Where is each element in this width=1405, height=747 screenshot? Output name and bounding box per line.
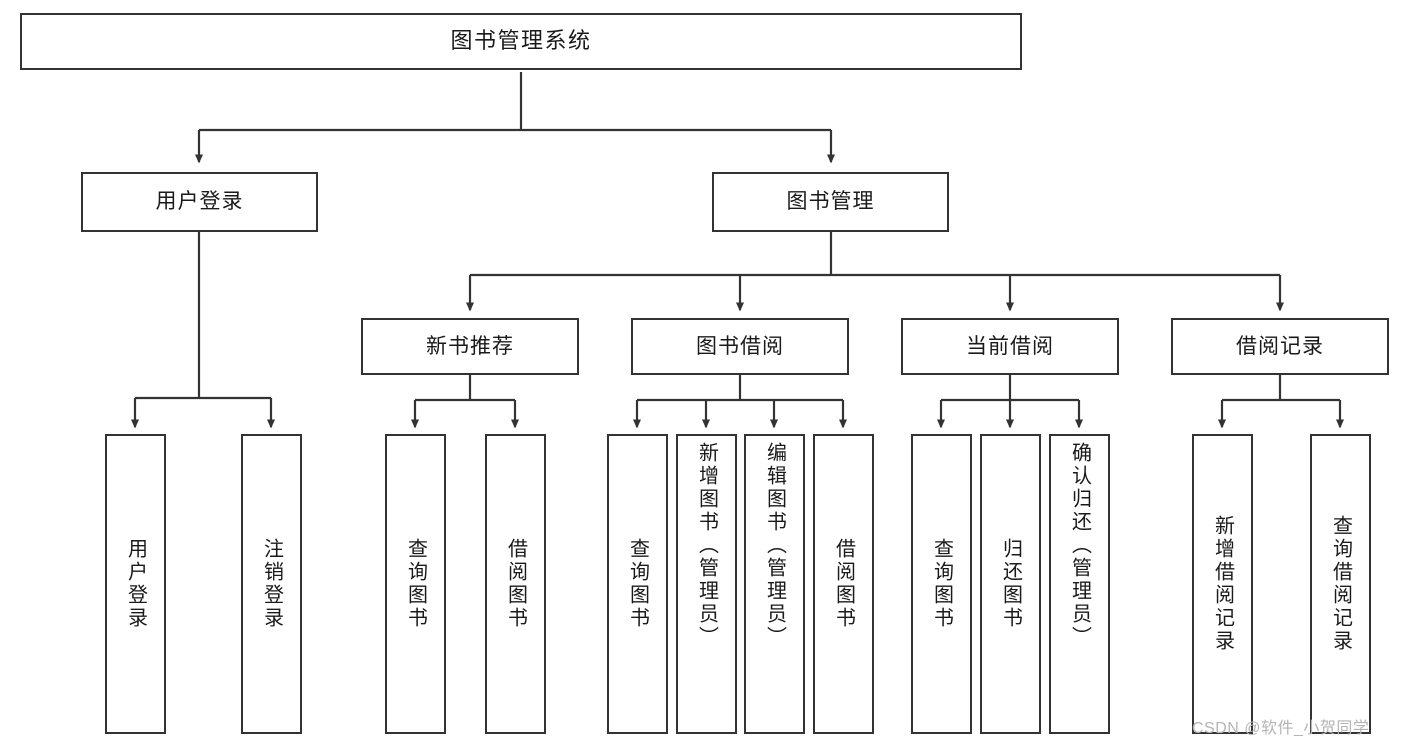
leaf-logout[interactable]: 注销登录 bbox=[241, 434, 302, 734]
leaf-query-book-2-label: 查询图书 bbox=[626, 538, 649, 630]
leaf-edit-book-label: 编辑图书（管理员） bbox=[763, 442, 786, 649]
node-new-book-rec-label: 新书推荐 bbox=[426, 334, 514, 358]
leaf-borrow-book-2-label: 借阅图书 bbox=[832, 538, 855, 630]
leaf-borrow-book-2[interactable]: 借阅图书 bbox=[813, 434, 874, 734]
leaf-return-book[interactable]: 归还图书 bbox=[980, 434, 1041, 734]
node-current-borrow[interactable]: 当前借阅 bbox=[901, 318, 1119, 375]
node-book-manage-label: 图书管理 bbox=[786, 190, 875, 214]
node-new-book-rec[interactable]: 新书推荐 bbox=[361, 318, 579, 375]
node-book-borrow[interactable]: 图书借阅 bbox=[631, 318, 849, 375]
leaf-borrow-book-1[interactable]: 借阅图书 bbox=[485, 434, 546, 734]
leaf-query-book-1-label: 查询图书 bbox=[404, 538, 427, 630]
node-borrow-record[interactable]: 借阅记录 bbox=[1171, 318, 1389, 375]
node-book-borrow-label: 图书借阅 bbox=[696, 334, 784, 358]
node-root-label: 图书管理系统 bbox=[450, 28, 592, 54]
leaf-add-book-label: 新增图书（管理员） bbox=[695, 442, 718, 649]
leaf-borrow-book-1-label: 借阅图书 bbox=[504, 538, 527, 630]
leaf-return-book-label: 归还图书 bbox=[999, 538, 1022, 630]
leaf-query-book-3[interactable]: 查询图书 bbox=[911, 434, 972, 734]
watermark: CSDN @软件_小贺同学 bbox=[1192, 720, 1370, 737]
leaf-query-book-3-label: 查询图书 bbox=[930, 538, 953, 630]
leaf-add-record[interactable]: 新增借阅记录 bbox=[1192, 434, 1253, 734]
leaf-add-book[interactable]: 新增图书（管理员） bbox=[676, 434, 737, 734]
leaf-query-record[interactable]: 查询借阅记录 bbox=[1310, 434, 1371, 734]
node-book-manage[interactable]: 图书管理 bbox=[712, 172, 949, 232]
leaf-edit-book[interactable]: 编辑图书（管理员） bbox=[744, 434, 805, 734]
leaf-query-record-label: 查询借阅记录 bbox=[1329, 515, 1352, 653]
leaf-confirm-return-label: 确认归还（管理员） bbox=[1068, 442, 1091, 649]
leaf-query-book-1[interactable]: 查询图书 bbox=[385, 434, 446, 734]
leaf-user-login[interactable]: 用户登录 bbox=[105, 434, 166, 734]
node-user-login[interactable]: 用户登录 bbox=[81, 172, 318, 232]
leaf-query-book-2[interactable]: 查询图书 bbox=[607, 434, 668, 734]
node-root[interactable]: 图书管理系统 bbox=[20, 13, 1022, 70]
node-user-login-label: 用户登录 bbox=[155, 190, 244, 214]
leaf-user-login-label: 用户登录 bbox=[124, 538, 147, 630]
leaf-logout-label: 注销登录 bbox=[260, 538, 283, 630]
node-current-borrow-label: 当前借阅 bbox=[966, 334, 1054, 358]
node-borrow-record-label: 借阅记录 bbox=[1236, 334, 1324, 358]
leaf-add-record-label: 新增借阅记录 bbox=[1211, 515, 1234, 653]
leaf-confirm-return[interactable]: 确认归还（管理员） bbox=[1049, 434, 1110, 734]
